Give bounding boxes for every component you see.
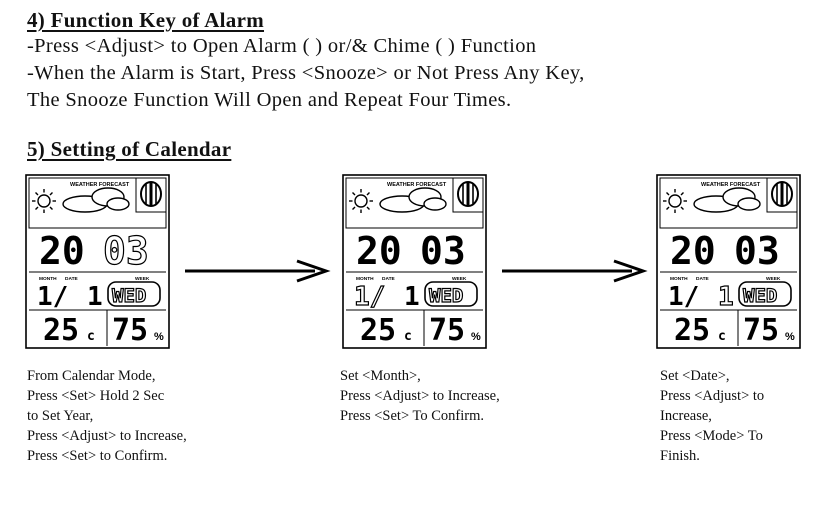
arrow-right-2 <box>502 259 648 283</box>
section-5-heading: 5) Setting of Calendar <box>27 137 232 161</box>
temperature-value: 25 <box>674 313 710 348</box>
sun-icon <box>349 189 373 213</box>
year-suffix: 03 <box>103 229 149 273</box>
forecast-label: WEATHER FORECAST <box>70 182 130 188</box>
caption-step-1: From Calendar Mode, Press <Set> Hold 2 S… <box>27 368 187 464</box>
cloud-icon <box>62 187 130 213</box>
year-suffix: 03 <box>734 229 780 273</box>
month-value: 1/ <box>37 282 68 312</box>
month-value: 1/ <box>668 282 699 312</box>
cloud-icon <box>693 187 761 213</box>
humidity-value: 75 <box>743 313 779 348</box>
caption-step-3: Set <Date>, Press <Adjust> to Increase, … <box>660 368 765 464</box>
date-label: DATE <box>382 276 396 282</box>
section-4-line-1: -Press <Adjust> to Open Alarm ( ) or/& C… <box>27 35 537 57</box>
sun-icon <box>663 189 687 213</box>
globe-icon <box>135 177 167 213</box>
month-value: 1/ <box>354 282 385 312</box>
year-prefix: 20 <box>39 229 85 273</box>
section-4-line-2: -When the Alarm is Start, Press <Snooze>… <box>27 62 585 84</box>
weekday-value: WED <box>743 285 777 307</box>
temperature-unit: c <box>404 329 412 344</box>
month-label: MONTH <box>356 276 374 282</box>
sun-icon <box>32 189 56 213</box>
week-label: WEEK <box>766 276 781 282</box>
cloud-icon <box>379 187 447 213</box>
arrow-right-1 <box>185 259 331 283</box>
weekday-box <box>424 281 478 307</box>
humidity-value: 75 <box>429 313 465 348</box>
humidity-unit: % <box>471 331 481 343</box>
globe-icon <box>452 177 484 213</box>
section-4-heading: 4) Function Key of Alarm <box>27 8 265 32</box>
date-value: 1 <box>404 282 420 312</box>
temperature-unit: c <box>718 329 726 344</box>
date-value: 1 <box>87 282 103 312</box>
date-value: 1 <box>718 282 734 312</box>
humidity-unit: % <box>154 331 164 343</box>
humidity-value: 75 <box>112 313 148 348</box>
weekday-box <box>107 281 161 307</box>
weekday-value: WED <box>112 285 146 307</box>
month-label: MONTH <box>670 276 688 282</box>
month-label: MONTH <box>39 276 57 282</box>
week-label: WEEK <box>135 276 150 282</box>
year-prefix: 20 <box>670 229 716 273</box>
week-label: WEEK <box>452 276 467 282</box>
year-prefix: 20 <box>356 229 402 273</box>
date-label: DATE <box>65 276 79 282</box>
date-label: DATE <box>696 276 710 282</box>
caption-step-2: Set <Month>, Press <Adjust> to Increase,… <box>340 368 500 424</box>
globe-icon <box>766 177 798 213</box>
forecast-label: WEATHER FORECAST <box>701 182 761 188</box>
weekday-value: WED <box>429 285 463 307</box>
year-suffix: 03 <box>420 229 466 273</box>
weekday-box <box>738 281 792 307</box>
humidity-unit: % <box>785 331 795 343</box>
section-4-line-3: The Snooze Function Will Open and Repeat… <box>27 89 512 111</box>
temperature-value: 25 <box>43 313 79 348</box>
forecast-label: WEATHER FORECAST <box>387 182 447 188</box>
temperature-value: 25 <box>360 313 396 348</box>
temperature-unit: c <box>87 329 95 344</box>
